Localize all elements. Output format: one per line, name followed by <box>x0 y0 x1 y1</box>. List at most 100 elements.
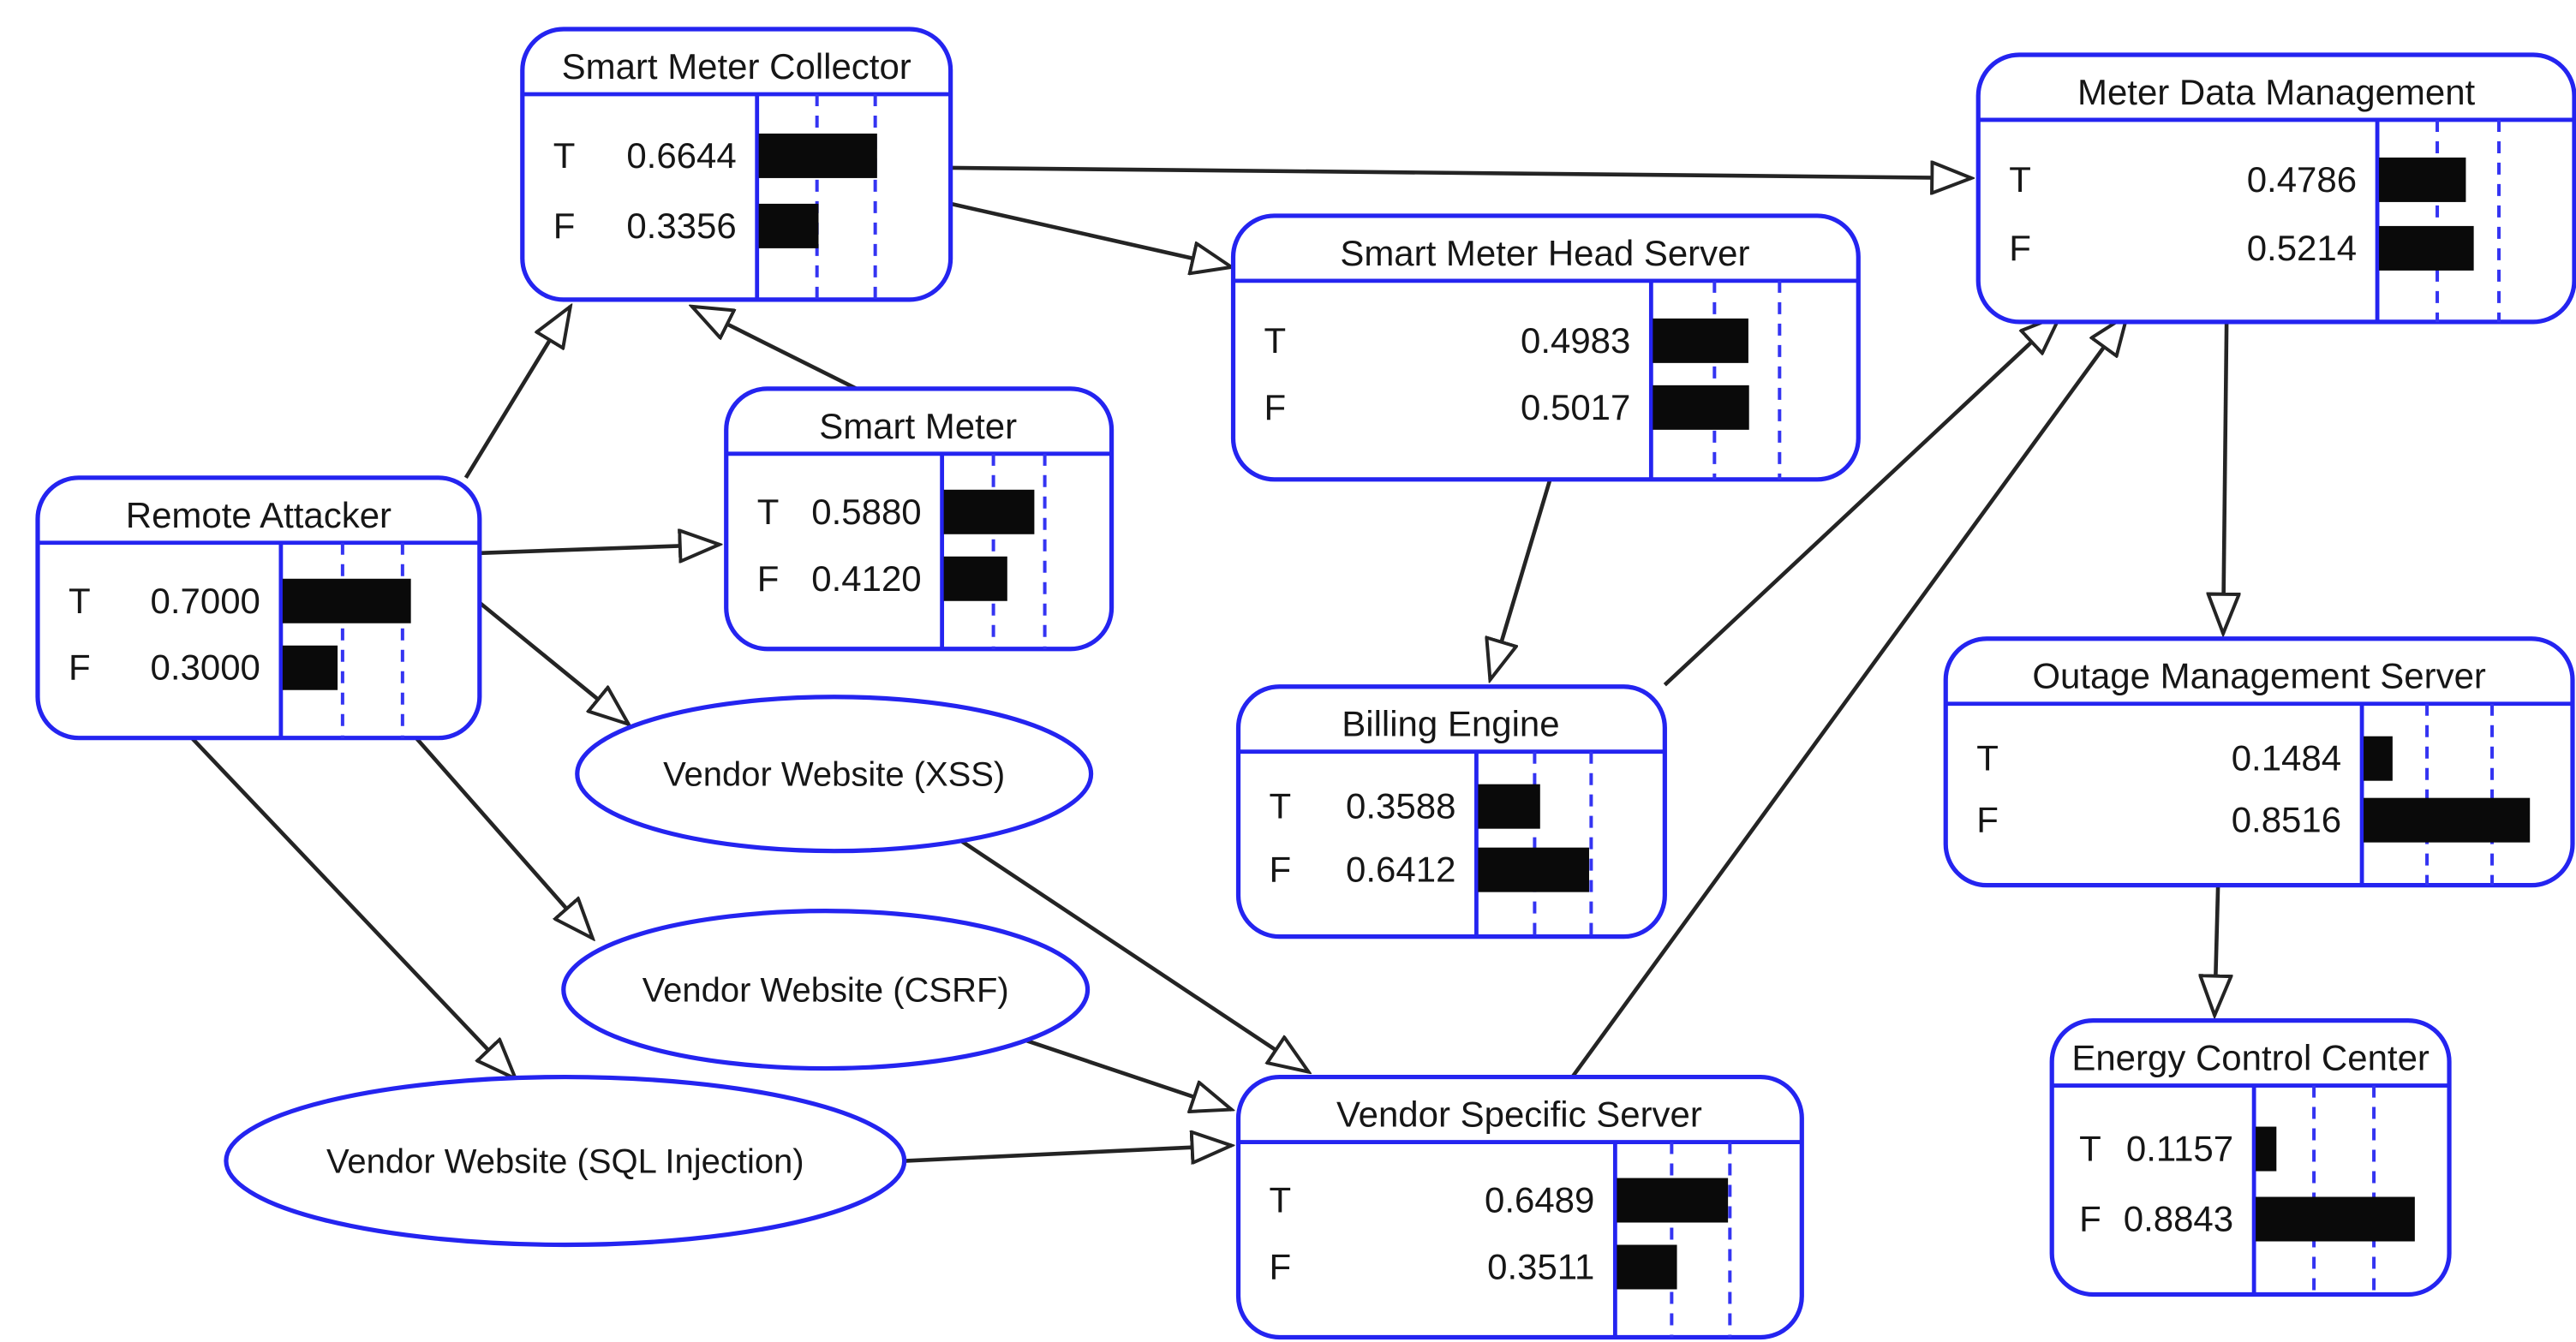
node-vendor-website-sql-injection[interactable]: Vendor Website (SQL Injection) <box>224 1074 907 1248</box>
edge-remote-attacker-to-vendor-website-sql-injection <box>190 737 516 1079</box>
probability-bar <box>1478 847 1589 892</box>
node-title: Smart Meter Collector <box>562 46 911 86</box>
probability-value: 0.5017 <box>1521 387 1630 427</box>
probability-value: 0.3588 <box>1346 786 1455 826</box>
edge-smart-meter-head-server-to-billing-engine <box>1490 479 1552 680</box>
state-label: F <box>2009 228 2031 268</box>
state-label: T <box>757 492 780 532</box>
state-label: F <box>1264 387 1287 427</box>
ellipse-shape <box>575 695 1094 854</box>
edge-remote-attacker-to-smart-meter-collector <box>463 307 571 480</box>
probability-value: 0.8516 <box>2232 800 2341 840</box>
ellipse-label: Vendor Website (CSRF) <box>643 972 1009 1010</box>
state-label: F <box>757 558 780 599</box>
probability-bar <box>2379 157 2466 202</box>
probability-bar <box>2256 1126 2277 1172</box>
probability-bar <box>282 645 338 690</box>
probability-bar <box>2364 797 2531 843</box>
edge-vendor-specific-server-to-meter-data-management <box>1570 315 2127 1078</box>
node-title: Vendor Specific Server <box>1336 1094 1702 1135</box>
state-label: F <box>1976 800 1999 840</box>
edge-vendor-website-csrf-to-vendor-specific-server <box>1021 1037 1232 1110</box>
probability-value: 0.3000 <box>151 647 260 688</box>
state-label: T <box>1976 738 1999 778</box>
edge-smart-meter-collector-to-smart-meter-head-server <box>950 201 1232 267</box>
edge-vendor-website-sql-injection-to-vendor-specific-server <box>904 1146 1232 1161</box>
probability-bar <box>943 556 1007 601</box>
state-label: T <box>553 135 576 176</box>
probability-bar <box>943 489 1035 534</box>
probability-value: 0.3511 <box>1487 1246 1594 1286</box>
edge-vendor-website-xss-to-vendor-specific-server <box>954 835 1309 1072</box>
edge-smart-meter-collector-to-meter-data-management <box>950 168 1972 178</box>
state-label: F <box>1270 850 1292 890</box>
probability-value: 0.6412 <box>1346 850 1455 890</box>
node-outage-management-server[interactable]: Outage Management Server T 0.1484 F 0.85… <box>1943 636 2575 888</box>
node-billing-engine[interactable]: Billing Engine T 0.3588 F 0.6412 <box>1235 684 1667 939</box>
probability-value: 0.1484 <box>2232 738 2341 778</box>
probability-value: 0.3356 <box>626 206 736 246</box>
probability-bar <box>1617 1244 1677 1290</box>
probability-value: 0.8843 <box>2124 1199 2233 1239</box>
probability-bar <box>1653 318 1748 363</box>
node-vendor-website-csrf[interactable]: Vendor Website (CSRF) <box>561 909 1091 1071</box>
probability-bar <box>282 578 411 623</box>
probability-bar <box>2256 1196 2415 1242</box>
state-label: T <box>2079 1129 2101 1169</box>
edge-outage-management-server-to-energy-control-center <box>2214 885 2218 1016</box>
edge-smart-meter-to-smart-meter-collector <box>692 307 858 391</box>
node-title: Energy Control Center <box>2071 1038 2430 1078</box>
ellipse-shape <box>224 1074 907 1248</box>
state-label: T <box>1270 786 1292 826</box>
probability-value: 0.5214 <box>2247 228 2357 268</box>
node-title: Remote Attacker <box>126 495 391 535</box>
node-title: Meter Data Management <box>2077 72 2476 112</box>
probability-value: 0.1157 <box>2126 1129 2233 1169</box>
probability-value: 0.5880 <box>811 492 921 532</box>
state-label: F <box>1270 1246 1292 1286</box>
probability-value: 0.6489 <box>1485 1180 1594 1220</box>
ellipse-shape <box>561 909 1091 1071</box>
edge-meter-data-management-to-outage-management-server <box>2223 321 2226 634</box>
node-vendor-specific-server[interactable]: Vendor Specific Server T 0.6489 F 0.3511 <box>1235 1074 1804 1340</box>
node-title: Billing Engine <box>1342 704 1559 744</box>
node-title: Smart Meter Head Server <box>1340 233 1749 273</box>
edge-layer <box>190 168 2226 1161</box>
node-vendor-website-xss[interactable]: Vendor Website (XSS) <box>575 695 1094 854</box>
probability-bar <box>1617 1178 1729 1223</box>
edge-billing-engine-to-meter-data-management <box>1663 315 2060 687</box>
node-smart-meter-head-server[interactable]: Smart Meter Head Server T 0.4983 F 0.501… <box>1230 213 1861 482</box>
edge-remote-attacker-to-vendor-website-xss <box>478 600 629 725</box>
node-smart-meter-collector[interactable]: Smart Meter Collector T 0.6644 F 0.3356 <box>520 27 953 302</box>
edge-remote-attacker-to-vendor-website-csrf <box>415 737 593 939</box>
probability-value: 0.4120 <box>811 558 921 599</box>
probability-value: 0.4786 <box>2247 159 2357 200</box>
state-label: T <box>69 581 91 621</box>
probability-bar <box>2364 736 2393 781</box>
probability-bar <box>758 203 819 248</box>
node-title: Outage Management Server <box>2032 656 2486 696</box>
state-label: F <box>553 206 576 246</box>
node-remote-attacker[interactable]: Remote Attacker T 0.7000 F 0.3000 <box>35 475 482 741</box>
probability-value: 0.6644 <box>626 135 736 176</box>
node-title: Smart Meter <box>819 406 1017 446</box>
probability-value: 0.7000 <box>151 581 260 621</box>
probability-bar <box>1653 385 1749 430</box>
probability-bar <box>758 133 877 178</box>
probability-value: 0.4983 <box>1521 320 1630 361</box>
state-label: T <box>2009 159 2031 200</box>
ellipse-label: Vendor Website (XSS) <box>663 756 1005 794</box>
edge-remote-attacker-to-smart-meter <box>479 545 720 553</box>
state-label: T <box>1264 320 1287 361</box>
probability-bar <box>1478 784 1540 829</box>
node-energy-control-center[interactable]: Energy Control Center T 0.1157 F 0.8843 <box>2049 1017 2452 1297</box>
node-box <box>520 27 953 302</box>
state-label: F <box>2079 1199 2101 1239</box>
state-label: T <box>1270 1180 1292 1220</box>
node-meter-data-management[interactable]: Meter Data Management T 0.4786 F 0.5214 <box>1975 52 2576 325</box>
node-smart-meter[interactable]: Smart Meter T 0.5880 F 0.4120 <box>724 386 1115 652</box>
ellipse-label: Vendor Website (SQL Injection) <box>326 1143 804 1181</box>
probability-bar <box>2379 225 2474 271</box>
